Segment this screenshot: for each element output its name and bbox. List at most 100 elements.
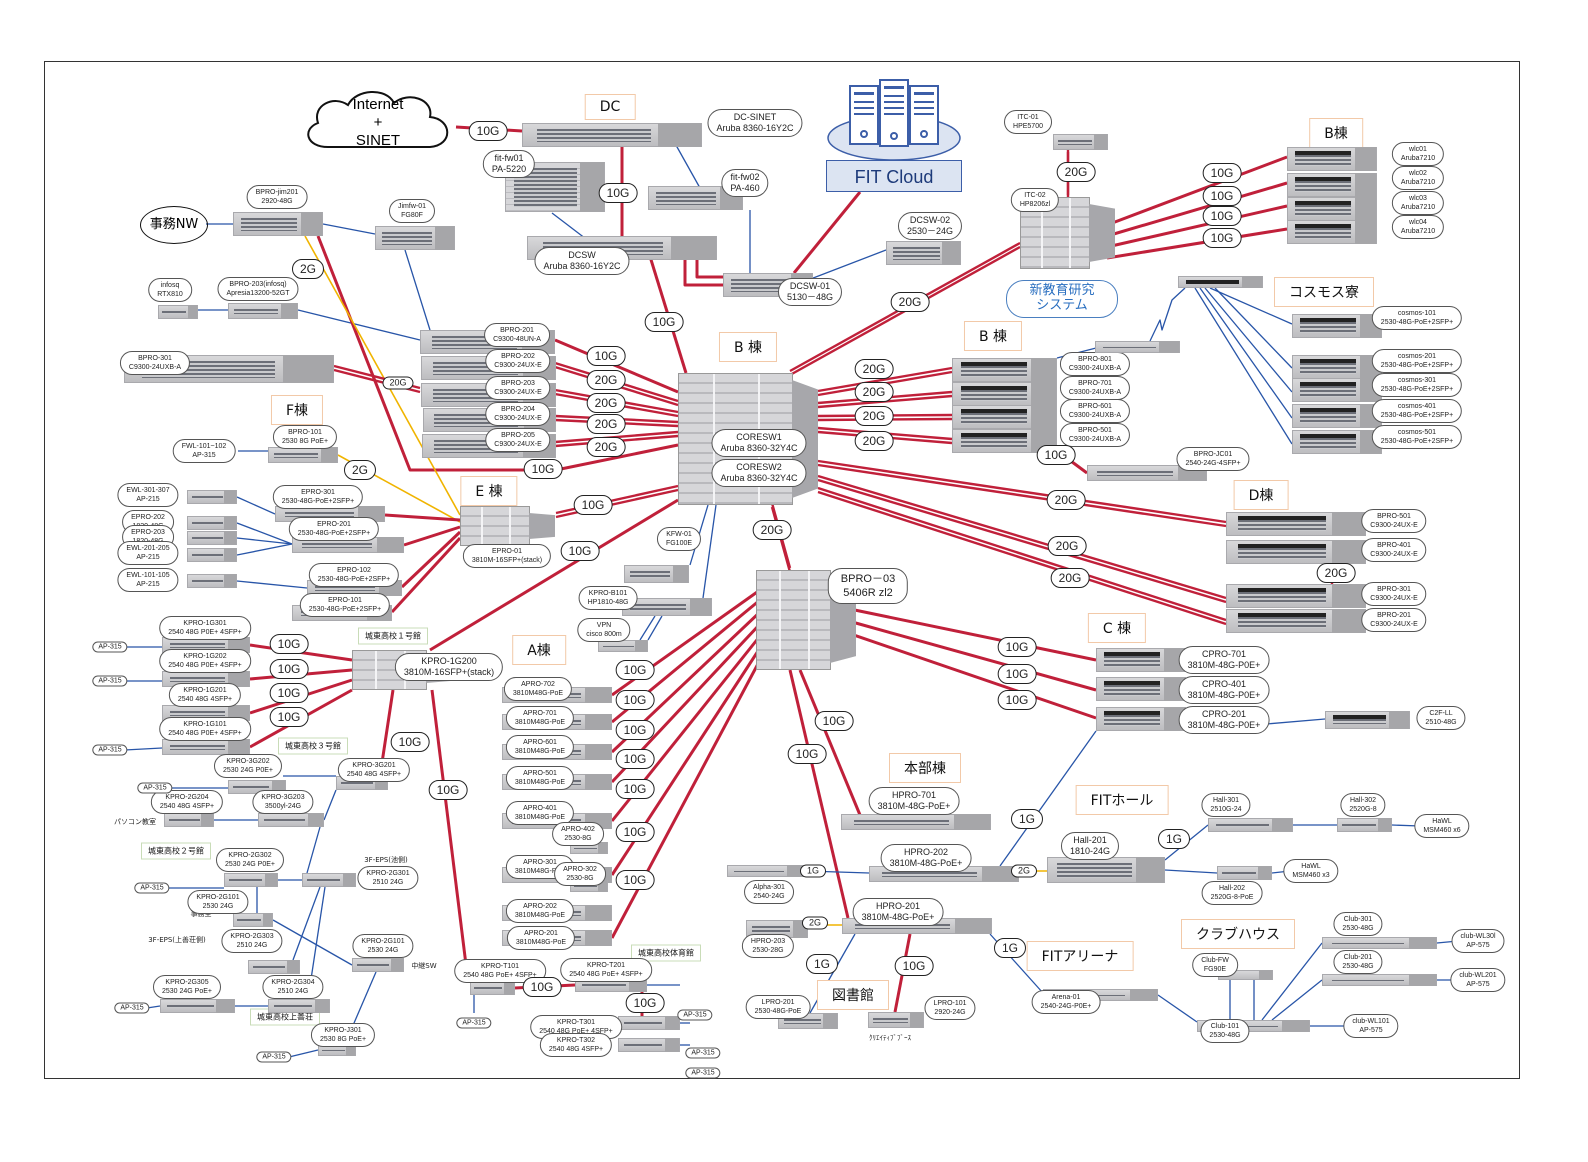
network-switch-icon[interactable]	[1096, 648, 1186, 672]
office-network-node[interactable]: 事務NW	[140, 206, 208, 244]
access-point-tag[interactable]: AP-315	[685, 1067, 721, 1079]
network-switch-icon[interactable]	[162, 739, 250, 755]
network-switch-icon[interactable]	[952, 405, 1057, 429]
network-switch-icon[interactable]	[187, 574, 237, 588]
network-switch-icon[interactable]	[1292, 430, 1382, 454]
access-point-tag[interactable]: AP-315	[256, 1051, 292, 1063]
switch-chassis-icon[interactable]	[1020, 197, 1090, 269]
network-switch-icon[interactable]	[1096, 677, 1186, 701]
network-switch-icon[interactable]	[886, 241, 961, 265]
network-switch-icon[interactable]	[1226, 540, 1366, 564]
fit-cloud-label[interactable]: FIT Cloud	[826, 160, 962, 192]
network-switch-icon[interactable]	[158, 305, 198, 319]
access-point-tag[interactable]: AP-315	[92, 744, 128, 756]
network-switch-icon[interactable]	[727, 865, 807, 877]
network-switch-icon[interactable]	[952, 382, 1057, 406]
network-switch-icon[interactable]	[1325, 711, 1410, 729]
network-switch-icon[interactable]	[1292, 404, 1382, 428]
network-switch-icon[interactable]	[1047, 857, 1165, 883]
network-switch-icon[interactable]	[1226, 512, 1366, 536]
network-switch-icon[interactable]	[375, 226, 455, 250]
access-point-tag[interactable]: AP-315	[92, 641, 128, 653]
network-switch-icon[interactable]	[233, 212, 323, 236]
network-switch-icon[interactable]	[841, 814, 991, 830]
access-point-tag[interactable]: AP-315	[92, 675, 128, 687]
access-point-tag[interactable]: AP-315	[456, 1017, 492, 1029]
network-switch-icon[interactable]	[952, 358, 1057, 382]
network-switch-icon[interactable]	[1096, 707, 1186, 731]
network-switch-icon[interactable]	[1337, 818, 1392, 832]
network-switch-icon[interactable]	[1287, 173, 1377, 197]
network-switch-icon[interactable]	[160, 999, 235, 1013]
network-switch-icon[interactable]	[352, 958, 404, 972]
network-switch-icon[interactable]	[1208, 818, 1293, 832]
network-switch-icon[interactable]	[1178, 276, 1263, 288]
network-switch-icon[interactable]	[1226, 609, 1366, 633]
network-switch-icon[interactable]	[1292, 355, 1382, 379]
device-label-bpro-203-infosq[interactable]: BPRO-203(infosq)Apresia13200-52GT	[217, 277, 299, 301]
network-switch-icon[interactable]	[187, 490, 237, 504]
network-switch-icon[interactable]	[233, 913, 273, 927]
network-switch-icon[interactable]	[224, 873, 278, 887]
network-switch-icon[interactable]	[292, 537, 404, 553]
network-switch-icon[interactable]	[268, 447, 338, 463]
network-switch-icon[interactable]	[1322, 937, 1437, 949]
